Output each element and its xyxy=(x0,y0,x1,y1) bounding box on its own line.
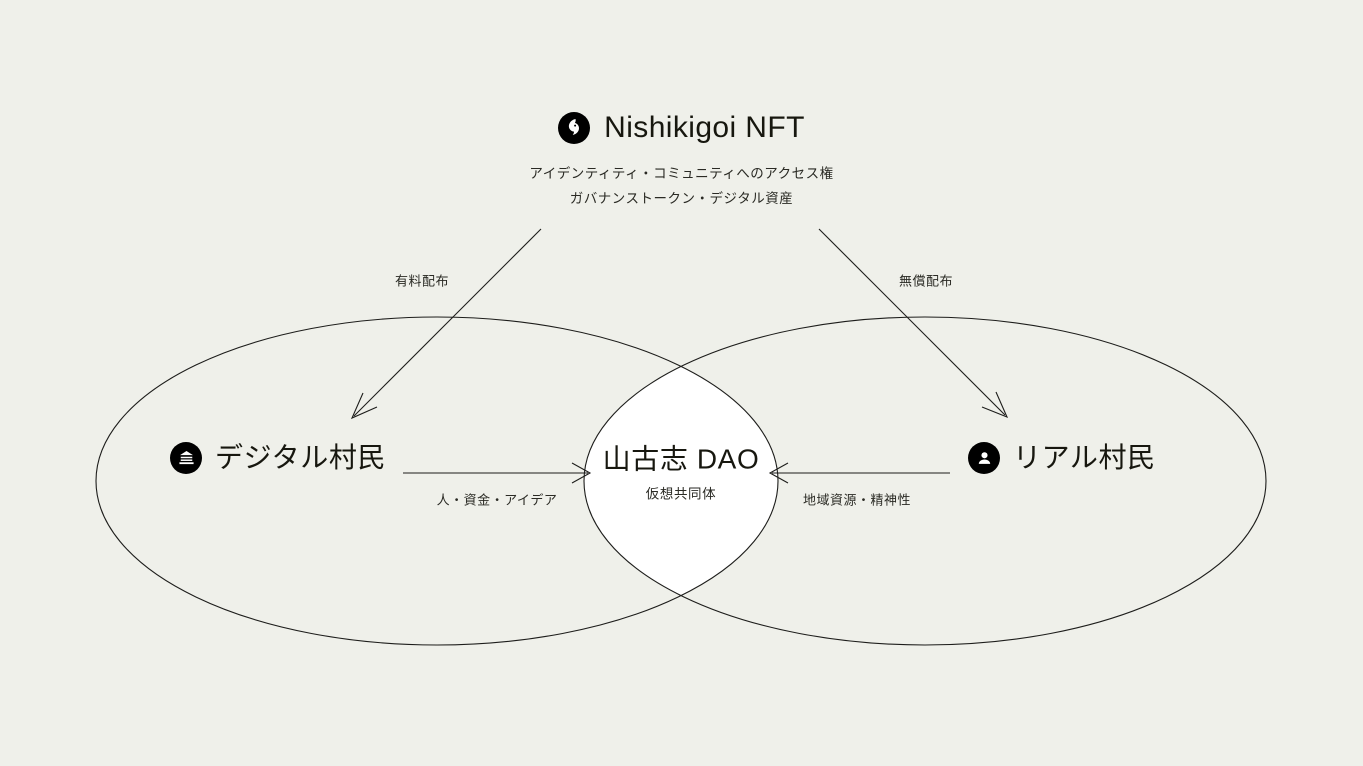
node-digital-villagers: デジタル村民 xyxy=(170,442,386,474)
header-subtitle: アイデンティティ・コミュニティへのアクセス権 ガバナンストークン・デジタル資産 xyxy=(0,161,1363,211)
edge-label-distribution-right: 無償配布 xyxy=(898,273,954,289)
header-subtitle-line-2: ガバナンストークン・デジタル資産 xyxy=(569,191,794,206)
title-row: Nishikigoi NFT xyxy=(0,112,1363,144)
edge-label-distribution-left: 有料配布 xyxy=(394,273,450,289)
bank-landmark-icon xyxy=(170,442,202,474)
node-dao: 山古志 DAO 仮想共同体 xyxy=(603,445,760,501)
node-digital-villagers-label: デジタル村民 xyxy=(215,442,387,473)
person-icon xyxy=(968,442,1000,474)
arrow-distribution-left xyxy=(350,228,542,420)
edge-label-flow-right: 地域資源・精神性 xyxy=(798,490,916,510)
node-real-villagers-label: リアル村民 xyxy=(1013,442,1156,473)
header-block: Nishikigoi NFT アイデンティティ・コミュニティへのアクセス権 ガバ… xyxy=(0,112,1363,211)
arrow-flow-right xyxy=(768,462,950,484)
arrow-flow-left xyxy=(403,462,592,484)
node-dao-label: 山古志 DAO xyxy=(602,443,760,475)
page-title: Nishikigoi NFT xyxy=(604,111,805,144)
ellipse-real-villagers xyxy=(583,316,1267,646)
node-dao-sublabel: 仮想共同体 xyxy=(645,486,717,502)
header-subtitle-line-1: アイデンティティ・コミュニティへのアクセス権 xyxy=(529,166,834,181)
ellipse-digital-villagers xyxy=(95,316,779,646)
arrow-distribution-right xyxy=(818,228,1009,419)
node-real-villagers: リアル村民 xyxy=(968,442,1156,474)
koi-fish-icon xyxy=(558,112,591,144)
edge-label-flow-left: 人・資金・アイデア xyxy=(432,490,562,510)
